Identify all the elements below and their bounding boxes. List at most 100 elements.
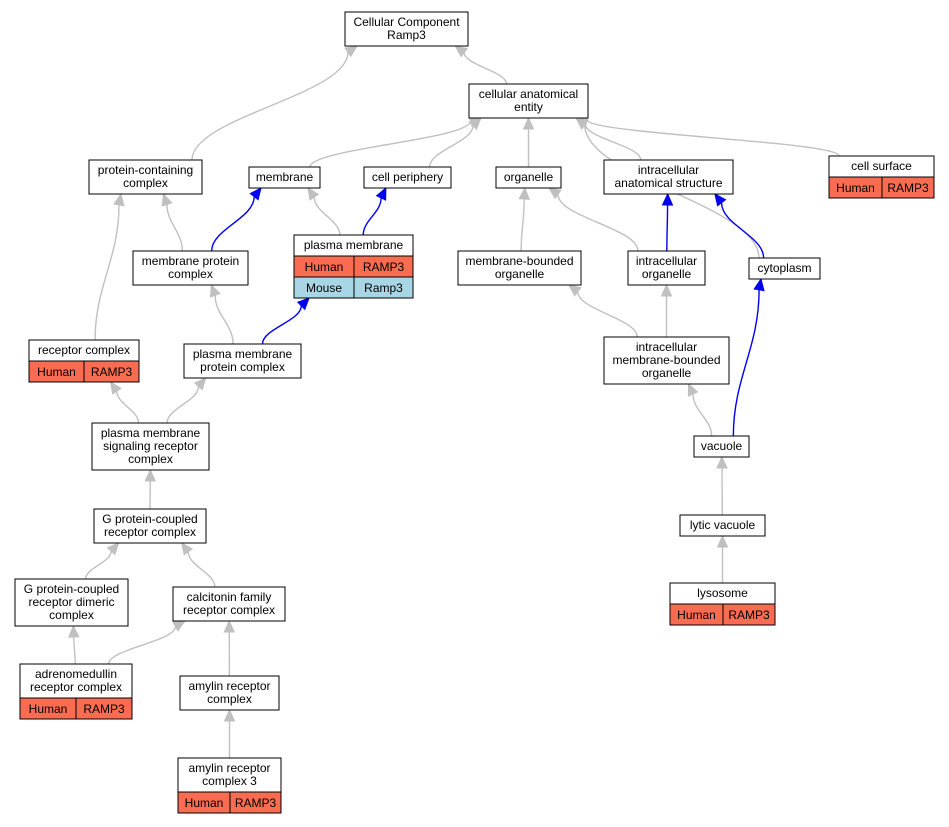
species-label: Human bbox=[677, 608, 716, 622]
term-label-line: intracellular bbox=[638, 163, 699, 177]
term-label-line: complex bbox=[49, 608, 94, 622]
term-label-line: organelle bbox=[642, 267, 692, 281]
edge-pmpc-to-mpc bbox=[209, 283, 234, 345]
term-label-line: plasma membrane bbox=[101, 426, 201, 440]
term-label-line: G protein-coupled bbox=[24, 582, 119, 596]
species-label: Human bbox=[836, 181, 875, 195]
term-node-vacuole[interactable]: vacuole bbox=[693, 435, 750, 458]
term-node-lytic[interactable]: lytic vacuole bbox=[679, 514, 766, 537]
species-label: Human bbox=[37, 365, 76, 379]
edge-cae-to-root bbox=[454, 45, 508, 85]
term-box bbox=[172, 586, 286, 622]
arrowhead bbox=[522, 116, 535, 130]
term-label-line: signaling receptor bbox=[103, 439, 198, 453]
term-label-line: plasma membrane bbox=[304, 238, 404, 252]
edge-mbo-to-organelle bbox=[518, 186, 530, 252]
edge-line bbox=[666, 204, 669, 252]
gene-label: RAMP3 bbox=[728, 608, 770, 622]
edge-mpc-to-pcc bbox=[161, 192, 184, 252]
edge-line bbox=[116, 390, 140, 424]
term-box bbox=[627, 250, 706, 286]
edge-pm-to-membrane bbox=[307, 186, 341, 236]
term-box bbox=[748, 257, 821, 280]
term-box bbox=[344, 11, 469, 47]
arrowhead bbox=[144, 468, 157, 482]
edge-line bbox=[108, 626, 177, 665]
term-label-line: G protein-coupled bbox=[102, 512, 197, 526]
arrowhead bbox=[518, 186, 530, 200]
arrowhead bbox=[106, 542, 120, 556]
species-label: Human bbox=[185, 796, 224, 810]
term-label-line: membrane bbox=[256, 170, 314, 184]
species-label: Human bbox=[29, 702, 68, 716]
term-node-cyto[interactable]: cytoplasm bbox=[748, 257, 821, 280]
annotation-cell bbox=[722, 603, 776, 626]
term-label-line: vacuole bbox=[701, 439, 743, 453]
arrowhead bbox=[661, 192, 674, 206]
edge-line bbox=[84, 550, 112, 580]
edge-line bbox=[692, 394, 713, 437]
term-label-line: complex bbox=[168, 267, 213, 281]
term-label-line: lysosome bbox=[697, 586, 748, 600]
arrowhead bbox=[454, 45, 468, 58]
edge-pmsrc-to-rc bbox=[109, 381, 140, 424]
term-box bbox=[693, 435, 750, 458]
term-box bbox=[603, 336, 730, 385]
term-label-line: complex bbox=[207, 692, 252, 706]
edge-io-to-ias bbox=[661, 192, 674, 252]
term-box bbox=[457, 250, 582, 286]
edge-amyrc-to-cfrc bbox=[223, 619, 236, 677]
edge-line bbox=[720, 202, 765, 259]
term-node-cellper[interactable]: cell periphery bbox=[363, 166, 452, 189]
edge-line bbox=[520, 198, 525, 252]
arrowhead bbox=[113, 192, 125, 207]
edge-imbo-to-io bbox=[660, 283, 673, 337]
term-label-line: calcitonin family bbox=[187, 590, 272, 604]
arrowhead bbox=[209, 283, 221, 298]
arrowhead bbox=[714, 193, 727, 207]
term-label-line: Ramp3 bbox=[387, 28, 426, 42]
edges bbox=[68, 45, 840, 758]
arrowhead bbox=[161, 192, 173, 207]
edge-line bbox=[191, 52, 349, 161]
annotation-cell bbox=[881, 176, 935, 199]
term-label-line: anatomical structure bbox=[614, 176, 722, 190]
arrowhead bbox=[687, 382, 699, 397]
term-node-membrane[interactable]: membrane bbox=[248, 166, 321, 189]
arrowhead bbox=[180, 542, 194, 556]
term-label-line: protein complex bbox=[200, 360, 285, 374]
edge-cyto-to-ias bbox=[714, 193, 765, 259]
term-label-line: adrenomedullin bbox=[35, 667, 117, 681]
annotation-cell bbox=[75, 697, 133, 720]
arrowhead bbox=[296, 297, 310, 311]
edge-lytic-to-vacuole bbox=[716, 455, 728, 516]
edge-gpcrd-to-gpcrc bbox=[84, 542, 120, 580]
gene-label: RAMP3 bbox=[91, 365, 133, 379]
term-box bbox=[183, 343, 302, 379]
edge-cellsurface-to-cae bbox=[574, 113, 840, 157]
term-box bbox=[19, 663, 133, 699]
edge-pm-to-cellper bbox=[362, 186, 387, 236]
term-node-organelle[interactable]: organelle bbox=[495, 166, 562, 189]
